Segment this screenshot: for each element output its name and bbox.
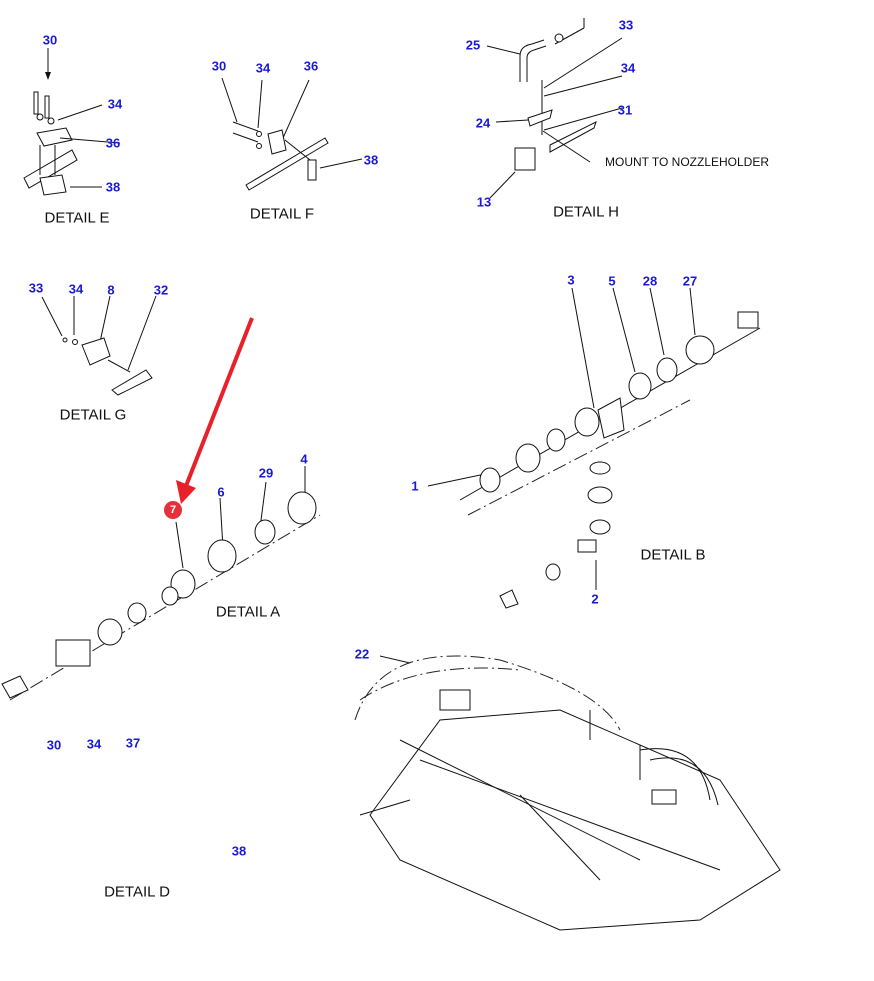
detail-e-title: DETAIL E [44, 209, 110, 227]
callout-d-30: 30 [46, 737, 62, 753]
callout-d-38: 38 [231, 843, 247, 859]
callout-h-25: 25 [465, 37, 481, 53]
callout-e-34: 34 [107, 96, 123, 112]
callout-a-29: 29 [258, 465, 274, 481]
callout-h-33: 33 [618, 17, 634, 33]
callout-h-24: 24 [475, 115, 491, 131]
callout-g-34: 34 [68, 281, 84, 297]
detail-b-title: DETAIL B [640, 546, 706, 564]
callout-d-37: 37 [125, 735, 141, 751]
detail-g-drawing [41, 295, 157, 396]
detail-a-drawing [1, 466, 321, 701]
callout-d-34: 34 [86, 736, 102, 752]
mount-note: MOUNT TO NOZZLEHOLDER [605, 155, 770, 169]
callout-e-30: 30 [42, 32, 58, 48]
callout-b-1: 1 [411, 478, 419, 494]
detail-a-title: DETAIL A [215, 603, 281, 621]
callout-b-2: 2 [591, 591, 599, 607]
callout-b-5: 5 [608, 273, 616, 289]
callout-f-30: 30 [211, 58, 227, 74]
callout-f-38: 38 [363, 152, 379, 168]
highlight-arrow [176, 317, 254, 504]
callout-h-13: 13 [476, 194, 492, 210]
callout-g-8: 8 [107, 282, 115, 298]
detail-f-title: DETAIL F [249, 205, 315, 223]
detail-b-drawing [427, 287, 761, 609]
detail-e-drawing [23, 48, 121, 196]
callout-a-6: 6 [217, 484, 225, 500]
callout-e-38: 38 [105, 179, 121, 195]
detail-g-title: DETAIL G [59, 406, 127, 424]
main-assembly-drawing [354, 655, 781, 931]
detail-d-title: DETAIL D [104, 883, 170, 901]
callout-g-33: 33 [28, 280, 44, 296]
highlighted-part-7-badge[interactable]: 7 [164, 501, 182, 519]
detail-f-drawing [221, 77, 363, 191]
callout-h-31: 31 [617, 102, 633, 118]
callout-f-36: 36 [303, 58, 319, 74]
detail-h-drawing [486, 18, 623, 199]
callout-b-28: 28 [642, 273, 658, 289]
detail-h-title: DETAIL H [553, 203, 619, 221]
callout-main-22: 22 [354, 646, 370, 662]
callout-g-32: 32 [153, 282, 169, 298]
callout-f-34: 34 [255, 60, 271, 76]
callout-a-4: 4 [300, 451, 308, 467]
callout-b-27: 27 [682, 273, 698, 289]
callout-h-34: 34 [620, 60, 636, 76]
callout-e-36: 36 [105, 135, 121, 151]
callout-b-3: 3 [567, 272, 575, 288]
